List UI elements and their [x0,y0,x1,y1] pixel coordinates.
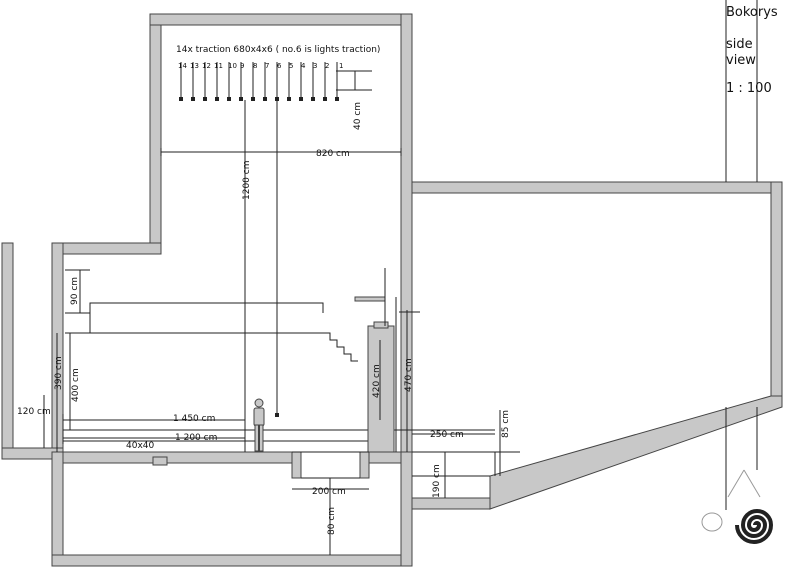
annex-floor [411,497,491,510]
stage-floor-slab [51,451,293,464]
view-label-line1: side [726,37,753,52]
traction-number: 10 [228,62,237,70]
basement-left-wall [51,451,64,567]
balcony-outline [65,302,324,314]
dim-40-top: 40 cm [353,102,363,130]
dim-420: 420 cm [372,364,382,398]
pit-right-wall [359,451,370,479]
dim-85: 85 cm [501,410,511,438]
flytower-left-wall [149,13,162,245]
traction-number: 6 [277,62,282,70]
traction-number: 8 [253,62,257,70]
dim-470: 470 cm [404,358,414,392]
human-figure-icon [253,398,265,452]
flytower-roof [149,13,413,26]
dim-190: 190 cm [432,464,442,498]
basement-floor [51,554,413,567]
traction-number: 4 [301,62,306,70]
traction-number: 11 [214,62,223,70]
traction-number: 12 [202,62,211,70]
traction-number: 9 [240,62,244,70]
dim-40x40: 40x40 [126,441,155,451]
balcony-stairs [323,332,358,362]
dim-200: 200 cm [312,487,346,497]
traction-numbers: 14 13 12 11 10 9 8 7 6 5 4 3 2 1 [178,62,343,70]
traction-number: 14 [178,62,187,70]
traction-number: 5 [289,62,293,70]
dim-90: 90 cm [70,277,80,305]
pit-drain [152,456,168,466]
traction-number: 1 [339,62,343,70]
auditorium-roof [51,242,162,255]
dim-1200-vertical: 1200 cm [242,161,252,200]
pit-left-wall [291,451,302,479]
traction-bars [180,62,372,415]
annex-sloped-floor [489,395,783,510]
dim-820: 820 cm [316,149,350,159]
exterior-post [1,242,14,459]
drawing-title: Bokorys [726,5,778,20]
traction-number: 7 [265,62,269,70]
traction-number: 3 [313,62,317,70]
spiral-logo-icon [701,469,774,544]
annex-right-wall [770,181,783,408]
building-walls [1,13,783,567]
structure-lines [63,0,758,510]
traction-title: 14x traction 680x4x6 ( no.6 is lights tr… [176,45,380,55]
catwalk [354,296,386,302]
traction-weights [179,97,339,417]
dim-80: 80 cm [327,507,337,535]
dim-120: 120 cm [17,407,51,417]
traction-number: 2 [325,62,329,70]
proscenium-cap [373,321,389,329]
drawing-info: Bokorys side view 1 : 100 [726,5,778,97]
dim-1200-horizontal: 1 200 cm [175,433,217,443]
basement-right-wall [400,451,413,567]
traction-number: 13 [190,62,199,70]
dim-400: 400 cm [71,368,81,402]
view-label-line2: view [726,53,756,68]
dim-250: 250 cm [430,430,464,440]
annex-roof [411,181,783,194]
dimension-lines [43,71,520,555]
dim-390: 390 cm [54,356,64,390]
scale-label: 1 : 100 [726,81,772,96]
dim-1450: 1 450 cm [173,414,215,424]
